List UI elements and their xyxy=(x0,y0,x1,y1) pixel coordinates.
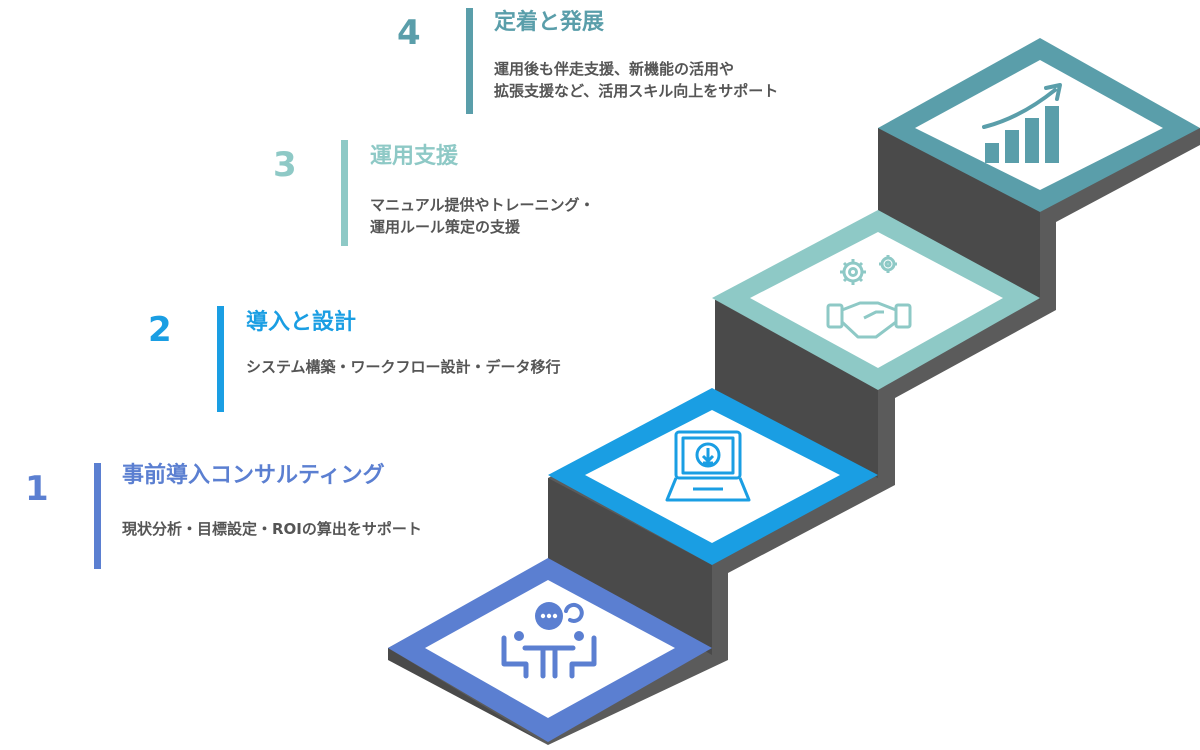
step-3-desc-line-1: マニュアル提供やトレーニング・ xyxy=(370,196,595,214)
gears-handshake-icon xyxy=(826,255,912,339)
laptop-download-icon xyxy=(665,430,751,502)
step-1-desc: 現状分析・目標設定・ROIの算出をサポート xyxy=(122,518,422,540)
step-4-desc-line-2: 拡張支援など、活用スキル向上をサポート xyxy=(494,82,779,100)
step-3-desc: マニュアル提供やトレーニング・ 運用ルール策定の支援 xyxy=(370,194,595,238)
step-4-title: 定着と発展 xyxy=(494,10,605,35)
riser-2-front xyxy=(548,478,712,655)
step-3-desc-line-2: 運用ルール策定の支援 xyxy=(370,218,521,236)
step-1-desc-line: 現状分析・目標設定・ROIの算出をサポート xyxy=(122,520,422,538)
step-2-bar xyxy=(217,306,224,412)
step-2-title: 導入と設計 xyxy=(246,310,357,335)
step-1-title: 事前導入コンサルティング xyxy=(122,463,385,488)
step-4-bar xyxy=(466,8,473,114)
step-1-number: 1 xyxy=(25,469,49,509)
step-3-bar xyxy=(341,140,348,246)
step-3-number: 3 xyxy=(273,145,297,185)
step-2-number: 2 xyxy=(148,310,172,350)
growth-chart-icon xyxy=(982,83,1062,163)
riser-3-front xyxy=(715,300,878,478)
riser-4-front xyxy=(878,128,1040,300)
step-4-number: 4 xyxy=(397,13,421,53)
step-2-desc-line: システム構築・ワークフロー設計・データ移行 xyxy=(246,358,561,376)
meeting-icon xyxy=(501,602,597,679)
step-3-tread xyxy=(712,210,1040,390)
step-3-title: 運用支援 xyxy=(370,144,459,169)
step-4-desc: 運用後も伴走支援、新機能の活用や 拡張支援など、活用スキル向上をサポート xyxy=(494,58,778,102)
step-1-bar xyxy=(94,463,101,569)
riser-1-front xyxy=(388,648,548,745)
step-4-desc-line-1: 運用後も伴走支援、新機能の活用や xyxy=(494,60,735,78)
step-2-desc: システム構築・ワークフロー設計・データ移行 xyxy=(246,356,561,378)
